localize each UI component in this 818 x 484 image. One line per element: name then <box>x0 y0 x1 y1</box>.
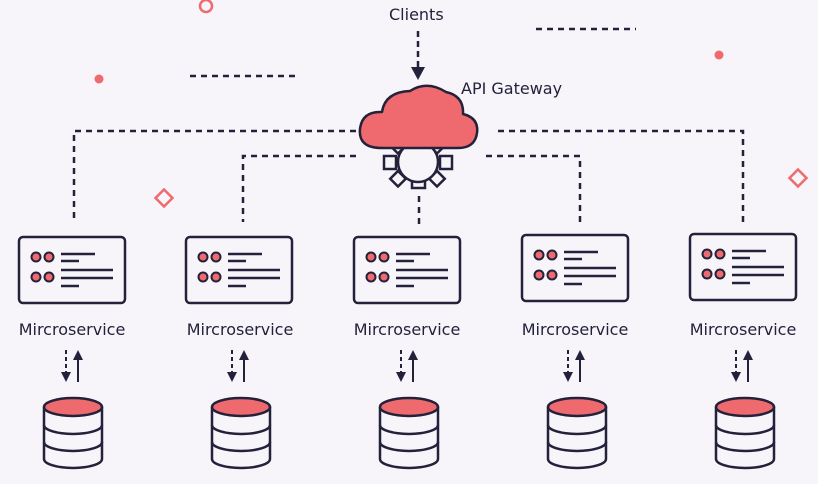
service-label: Mircroservice <box>521 320 629 339</box>
decor-dot-icon <box>714 50 724 60</box>
server-icon <box>688 232 798 302</box>
decor-diamond-icon <box>787 167 809 189</box>
service-4 <box>520 233 630 470</box>
in-out-arrows-icon <box>60 349 84 383</box>
database-icon <box>210 396 272 470</box>
service-label: Mircroservice <box>353 320 461 339</box>
in-out-arrows-icon <box>730 349 754 383</box>
decor-ring-icon <box>198 0 214 14</box>
service-label: Mircroservice <box>186 320 294 339</box>
service-1 <box>17 235 127 470</box>
connector-service-1 <box>72 129 356 222</box>
connector-service-5 <box>498 129 745 222</box>
in-out-arrows-icon <box>395 349 419 383</box>
service-3 <box>352 235 462 470</box>
database-icon <box>546 396 608 470</box>
server-icon <box>520 233 630 303</box>
database-icon <box>42 396 104 470</box>
server-icon <box>352 235 462 305</box>
clients-arrow-icon <box>411 31 425 80</box>
api-gateway-cloud-icon <box>358 84 479 190</box>
in-out-arrows-icon <box>226 349 250 383</box>
service-5 <box>688 232 798 470</box>
clients-label: Clients <box>389 5 444 24</box>
database-icon <box>714 396 776 470</box>
connector-service-4 <box>486 154 582 222</box>
decorative-shapes <box>94 0 809 209</box>
connector-service-2 <box>241 154 356 222</box>
decor-diamond-icon <box>153 187 175 209</box>
service-label: Mircroservice <box>689 320 797 339</box>
server-icon <box>17 235 127 305</box>
server-icon <box>184 235 294 305</box>
api-gateway-label: API Gateway <box>461 79 563 98</box>
in-out-arrows-icon <box>562 349 586 383</box>
decor-dot-icon <box>94 74 104 84</box>
connector-lines <box>72 129 745 224</box>
service-2 <box>184 235 294 470</box>
service-label: Mircroservice <box>18 320 126 339</box>
database-icon <box>378 396 440 470</box>
